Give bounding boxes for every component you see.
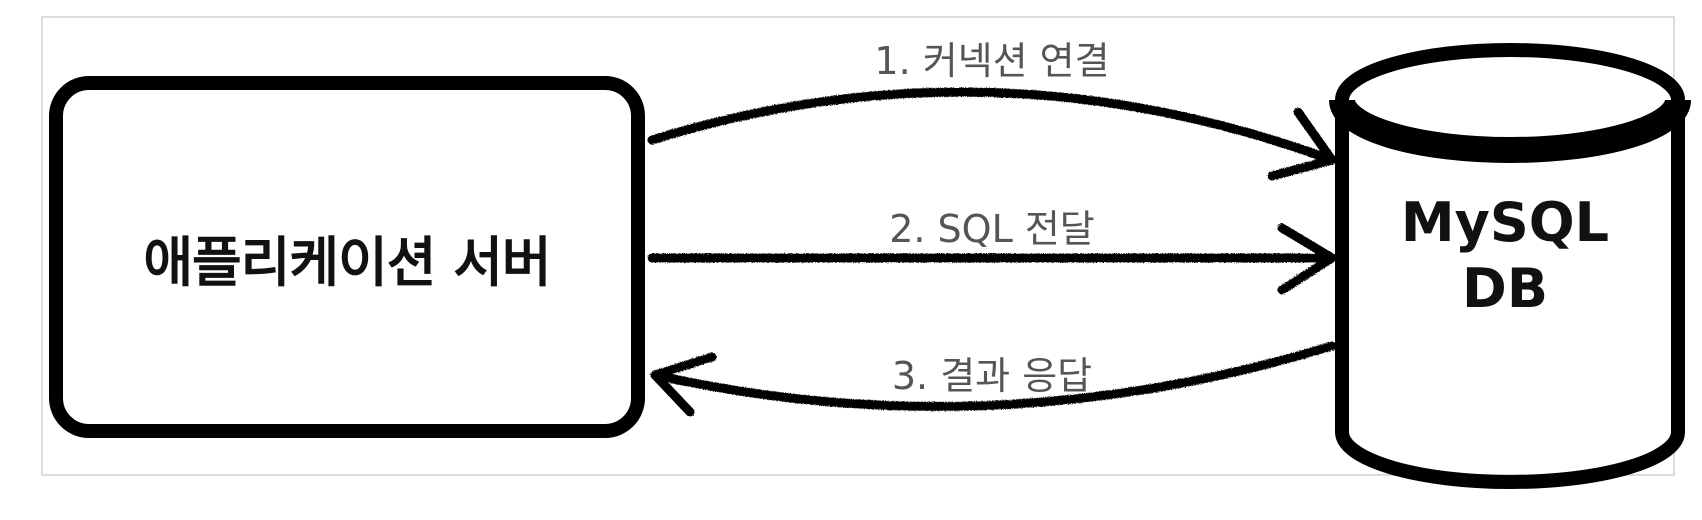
app-server-node: 애플리케이션 서버 (49, 76, 645, 438)
edge-connect (647, 87, 1337, 181)
database-label: MySQL DB (1330, 190, 1680, 322)
database-label-line1: MySQL (1400, 191, 1610, 254)
edge-response-label: 3. 결과 응답 (891, 354, 1093, 398)
edge-sql-label: 2. SQL 전달 (889, 207, 1095, 251)
edge-response (650, 341, 1337, 417)
app-server-label: 애플리케이션 서버 (143, 230, 551, 294)
database-label-line2: DB (1462, 257, 1548, 320)
database-node (1329, 43, 1691, 489)
edge-connect-label: 1. 커넥션 연결 (874, 39, 1110, 83)
database-cylinder-rim (1329, 98, 1691, 163)
edge-connect-line (647, 87, 1337, 165)
edge-sql-arrowhead-icon (1277, 223, 1337, 295)
database-cylinder-body (1335, 100, 1685, 489)
edge-sql (647, 223, 1337, 295)
edge-connect-arrowhead-icon (1267, 107, 1337, 181)
edge-response-arrowhead-icon (650, 352, 717, 417)
edge-response-line (650, 341, 1337, 411)
